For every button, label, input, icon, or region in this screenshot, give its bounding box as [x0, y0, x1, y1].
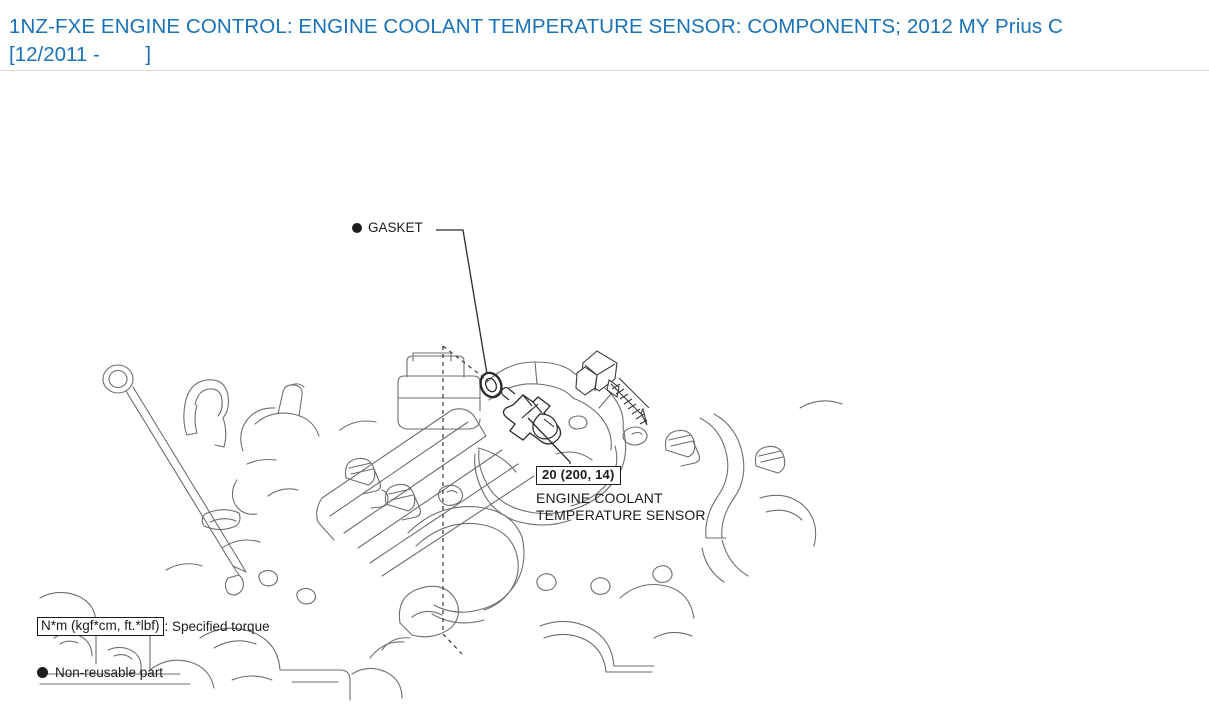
- page-title: 1NZ-FXE ENGINE CONTROL: ENGINE COOLANT T…: [9, 15, 1063, 38]
- sensor-callout: 20 (200, 14) ENGINE COOLANT TEMPERATURE …: [536, 466, 706, 524]
- gasket-label: GASKET: [368, 220, 423, 235]
- assembly-dashed-tail: [442, 633, 463, 655]
- sensor-label-line1: ENGINE COOLANT: [536, 490, 663, 506]
- non-reusable-dot-icon: [352, 223, 362, 233]
- sensor-torque-value: 20 (200, 14): [536, 466, 621, 485]
- engine-line-drawing: [39, 229, 843, 701]
- wire-connector-part: [575, 350, 650, 426]
- gasket-part: [479, 371, 503, 399]
- sensor-leader-line: [527, 417, 571, 464]
- gasket-alignment-dashed: [442, 345, 489, 382]
- header-divider: [0, 70, 1209, 71]
- sensor-label-line2: TEMPERATURE SENSOR: [536, 507, 706, 523]
- coolant-temperature-sensor-part: [500, 386, 562, 445]
- gasket-leader-line: [436, 229, 488, 375]
- gasket-callout: GASKET: [352, 220, 423, 236]
- page-title-date-range: [12/2011 - ]: [9, 43, 152, 66]
- document-header: 1NZ-FXE ENGINE CONTROL: ENGINE COOLANT T…: [0, 0, 1209, 68]
- components-diagram: GASKET 20 (200, 14) ENGINE COOLANT TEMPE…: [0, 78, 1209, 706]
